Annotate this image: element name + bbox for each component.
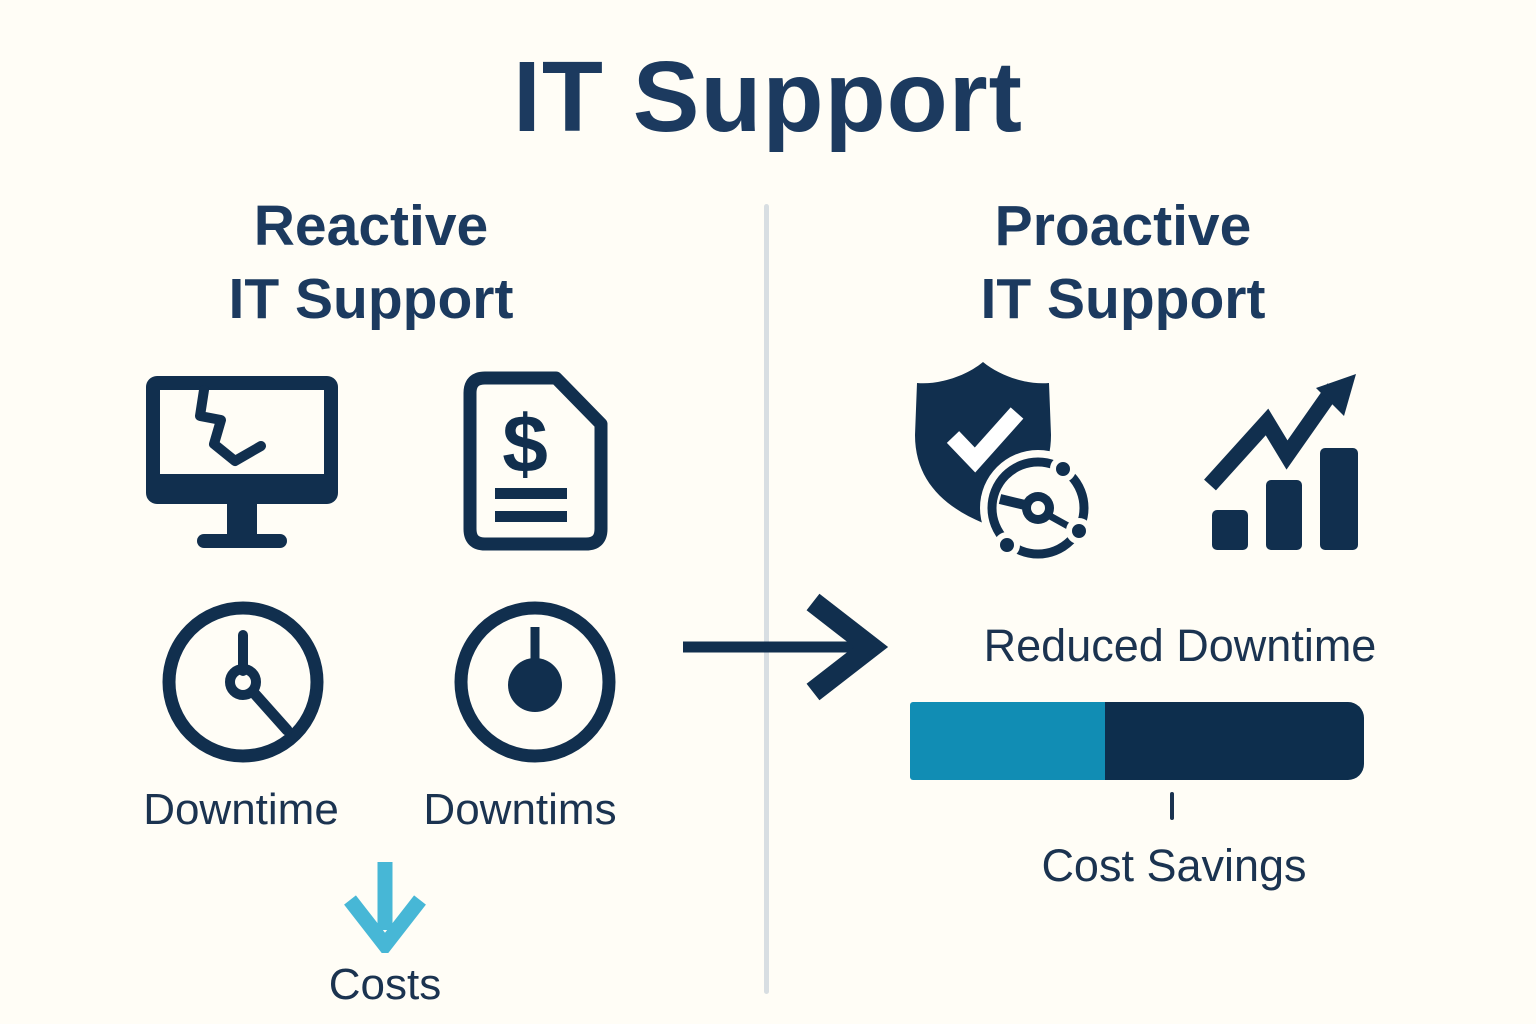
savings-bar [910, 702, 1364, 780]
reactive-heading-line1: Reactive [253, 194, 489, 258]
down-arrow-icon [344, 862, 426, 953]
savings-bar-tick [1170, 792, 1174, 820]
reduced-downtime-label: Reduced Downtime [983, 620, 1377, 671]
right-arrow-icon [683, 593, 889, 701]
column-divider [764, 204, 769, 994]
proactive-heading: Proactive IT Support [813, 190, 1433, 336]
broken-monitor-icon [146, 376, 338, 548]
page-title: IT Support [513, 41, 1023, 153]
proactive-heading-line1: Proactive [994, 194, 1252, 258]
savings-bar-dark-segment [1105, 702, 1364, 780]
dollar-sign: $ [502, 399, 548, 490]
proactive-heading-line2: IT Support [980, 267, 1266, 331]
clock-icon [162, 601, 324, 763]
timer-clock-icon [454, 601, 616, 763]
downtime-label: Downtime [143, 785, 339, 834]
savings-bar-teal-segment [910, 702, 1106, 780]
invoice-icon: $ [463, 371, 608, 551]
downtims-label: Downtims [423, 785, 617, 834]
network-hub-icon [980, 450, 1096, 566]
reactive-heading-line2: IT Support [228, 267, 514, 331]
costs-label: Costs [328, 960, 442, 1009]
shield-check-icon [915, 362, 1096, 566]
growth-chart-icon [1204, 374, 1358, 550]
cost-savings-label: Cost Savings [1041, 840, 1307, 891]
reactive-heading: Reactive IT Support [61, 190, 681, 336]
